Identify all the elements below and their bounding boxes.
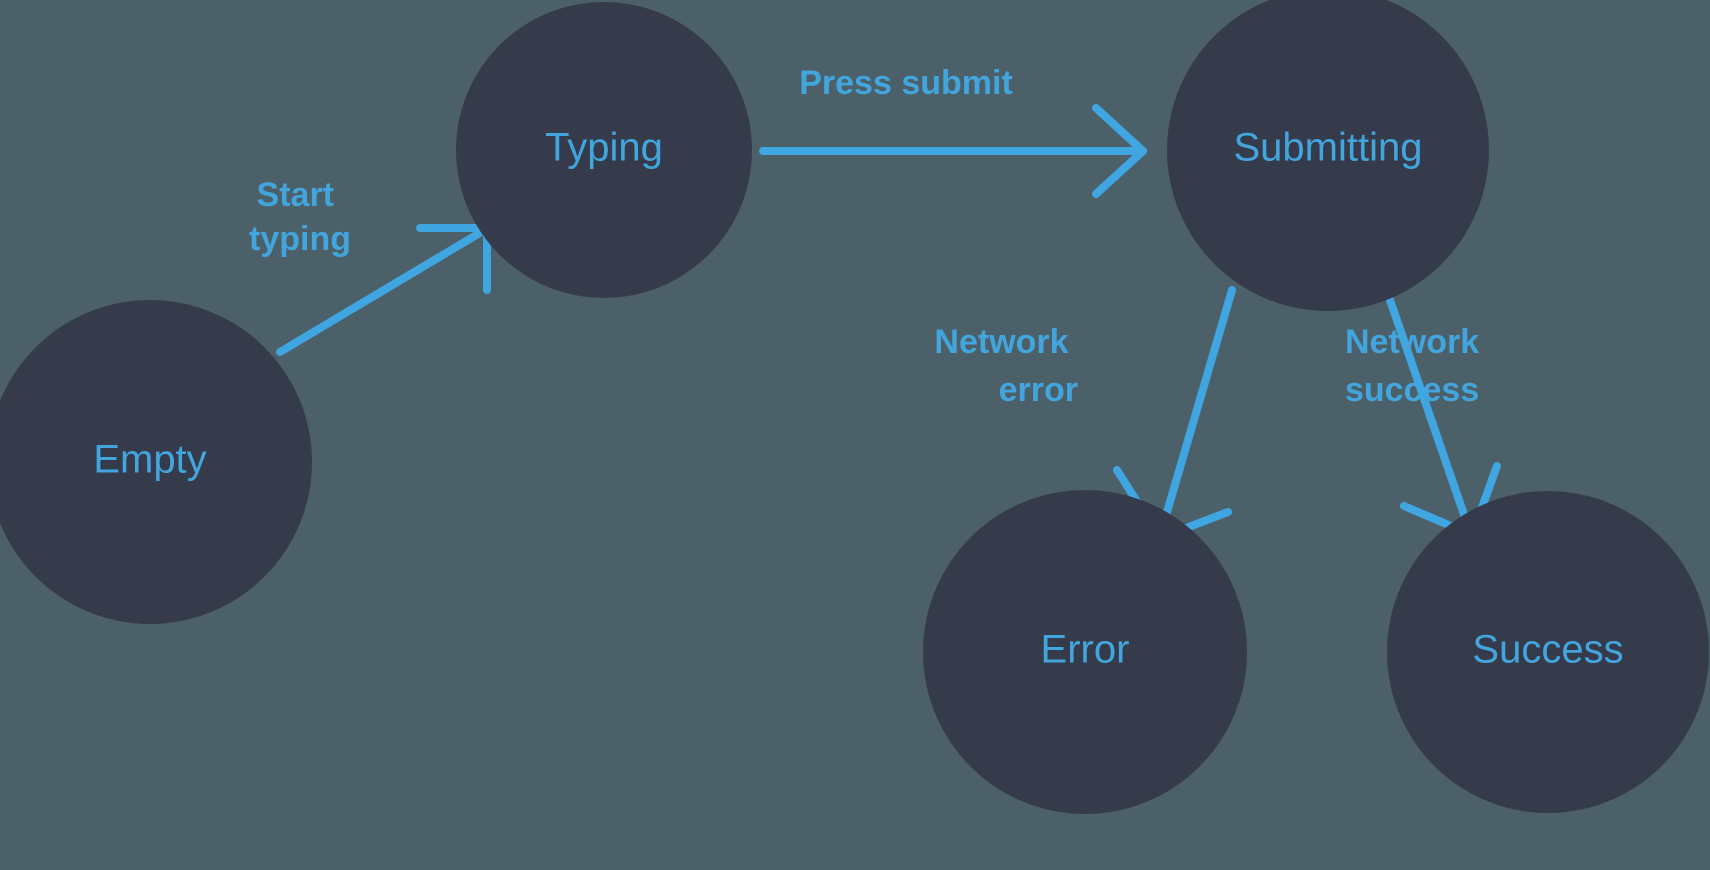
state-label: Typing	[545, 126, 663, 170]
edge-submitting-to-success[interactable]: Network success	[1345, 296, 1501, 539]
edge-typing-to-submitting[interactable]: Press submit	[759, 64, 1147, 198]
edge-label-line: Network	[1345, 323, 1479, 361]
state-label: Success	[1472, 628, 1623, 672]
edge-label-network-success: Network success	[1345, 323, 1489, 409]
state-node-submitting[interactable]: Submitting	[1167, 0, 1489, 311]
edge-label-start-typing: Start typing	[249, 176, 351, 258]
state-label: Empty	[93, 438, 206, 482]
state-circle	[0, 300, 312, 624]
state-circle	[923, 490, 1247, 814]
state-circle	[1387, 491, 1709, 813]
state-node-error[interactable]: Error	[923, 490, 1247, 814]
arrowhead-icon	[1092, 104, 1147, 198]
edge-label-line: error	[999, 371, 1078, 409]
state-node-success[interactable]: Success	[1387, 491, 1709, 813]
edge-label-line: typing	[249, 220, 351, 258]
edge-line	[1156, 286, 1236, 540]
edge-label-press-submit: Press submit	[799, 64, 1013, 102]
edge-empty-to-typing[interactable]: Start typing	[249, 176, 491, 356]
edge-label-line: Start	[257, 176, 334, 214]
edge-label-line: Press submit	[799, 64, 1013, 102]
edge-line	[1386, 296, 1474, 536]
state-label: Submitting	[1234, 126, 1423, 170]
edge-label-line: success	[1345, 371, 1479, 409]
state-node-typing[interactable]: Typing	[456, 2, 752, 298]
edge-label-network-error: Network error	[934, 323, 1078, 409]
state-circle	[1167, 0, 1489, 311]
state-node-empty[interactable]: Empty	[0, 300, 312, 624]
edge-line	[276, 227, 487, 356]
edge-label-line: Network	[934, 323, 1068, 361]
state-circle	[456, 2, 752, 298]
state-label: Error	[1041, 628, 1130, 672]
